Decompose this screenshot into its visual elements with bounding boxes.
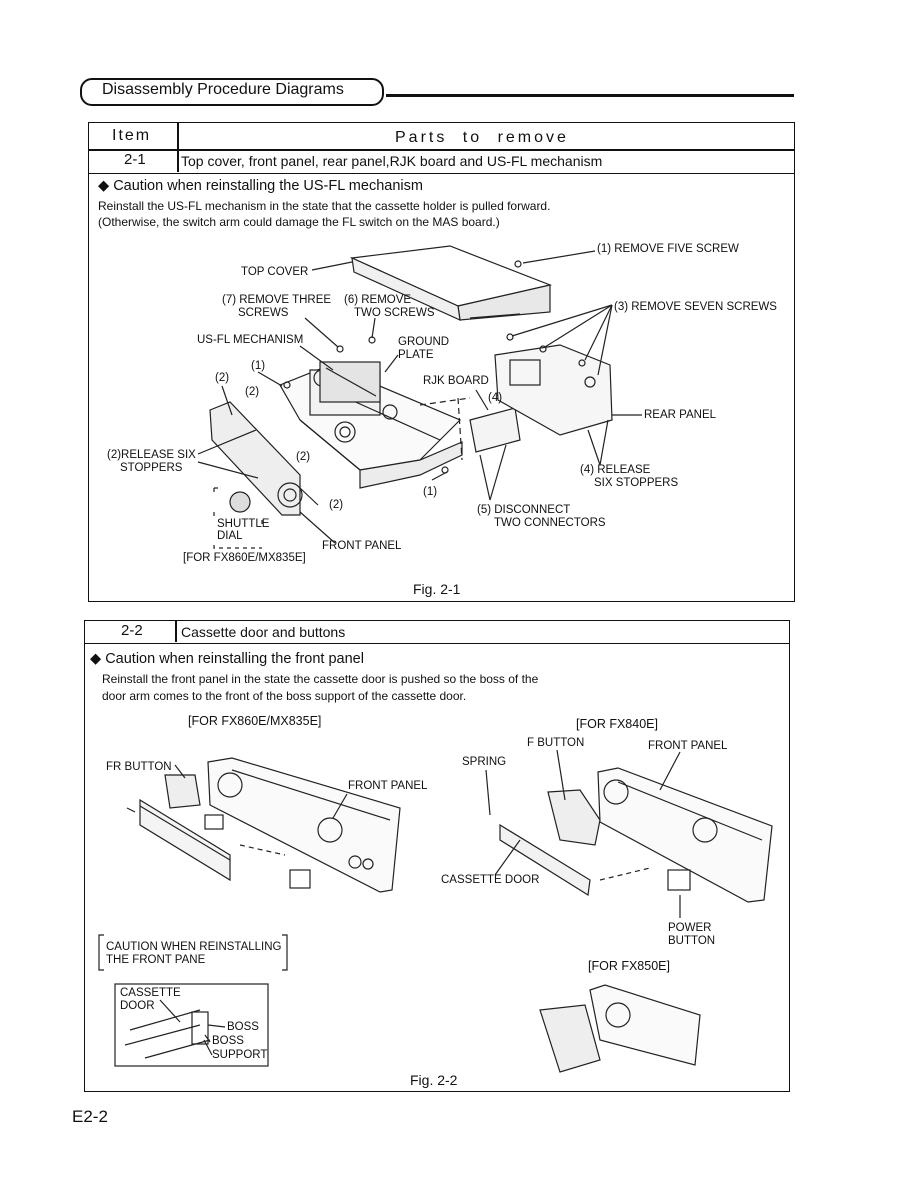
figure-caption-2-1: Fig. 2-1 [413, 581, 461, 597]
label-shuttle-1: SHUTTLE [217, 518, 270, 530]
label-release4-2: SIX STOPPERS [594, 477, 679, 489]
header-rule [386, 94, 794, 97]
label-for-fx850: [FOR FX850E] [588, 959, 670, 973]
label-inset-door: DOOR [120, 1000, 155, 1012]
figure-caption-2-2: Fig. 2-2 [410, 1072, 458, 1088]
label-disconnect-2: TWO CONNECTORS [494, 517, 606, 529]
label-rear-panel: REAR PANEL [644, 409, 717, 421]
label-release4-1: (4) RELEASE [580, 464, 651, 476]
label-cassette-door: CASSETTE DOOR [441, 874, 540, 886]
label-top-cover: TOP COVER [241, 266, 309, 278]
caution-text-2a: Reinstall the front panel in the state t… [102, 672, 539, 686]
label-remove-two-1: (6) REMOVE [344, 294, 412, 306]
label-ground-2: PLATE [398, 349, 434, 361]
label-shuttle-2: DIAL [217, 530, 243, 542]
diamond-icon: ◆ [90, 651, 102, 667]
table-column-divider-2 [175, 620, 177, 642]
caution-text-1a: Reinstall the US-FL mechanism in the sta… [98, 199, 551, 213]
label-caution-box-1: CAUTION WHEN REINSTALLING [106, 941, 282, 953]
label-n4: (4) [488, 392, 503, 404]
label-front-panel-1: FRONT PANEL [322, 540, 402, 552]
table-column-divider [177, 122, 179, 172]
label-front-panel-r: FRONT PANEL [648, 740, 728, 752]
page-number: E2-2 [72, 1107, 108, 1126]
label-remove-three-2: SCREWS [238, 307, 289, 319]
caution-heading-2: ◆ Caution when reinstalling the front pa… [90, 651, 364, 667]
label-n2c: (2) [296, 451, 311, 463]
label-inset-boss: BOSS [227, 1021, 259, 1033]
label-ground-1: GROUND [398, 336, 450, 348]
label-release-six-1: (2)RELEASE SIX [107, 449, 196, 461]
item-description-2: Cassette door and buttons [181, 624, 346, 640]
item-description: Top cover, front panel, rear panel,RJK b… [181, 153, 603, 169]
label-disconnect-1: (5) DISCONNECT [477, 504, 571, 516]
label-front-panel-l: FRONT PANEL [348, 780, 428, 792]
label-for-fx860-1: [FOR FX860E/MX835E] [183, 552, 306, 564]
caution-text-2b: door arm comes to the front of the boss … [102, 689, 467, 703]
label-for-fx840: [FOR FX840E] [576, 717, 658, 731]
section-title-pill: Disassembly Procedure Diagrams [80, 78, 384, 106]
diamond-icon: ◆ [98, 178, 110, 194]
col-parts-header: Parts to remove [395, 129, 569, 146]
label-remove-seven: (3) REMOVE SEVEN SCREWS [614, 301, 777, 313]
label-n1b: (1) [423, 486, 438, 498]
item-number-2: 2-2 [121, 622, 143, 639]
section-2-1-box [88, 122, 795, 602]
section-title: Disassembly Procedure Diagrams [102, 81, 344, 98]
label-remove-two-2: TWO SCREWS [354, 307, 435, 319]
caution-text-1b: (Otherwise, the switch arm could damage … [98, 215, 500, 229]
col-item-header: Item [112, 127, 152, 144]
table-item-row [88, 149, 795, 174]
label-remove-three-1: (7) REMOVE THREE [222, 294, 332, 306]
label-rjk: RJK BOARD [423, 375, 489, 387]
item-number: 2-1 [124, 151, 146, 168]
label-inset-cassette: CASSETTE [120, 987, 181, 999]
label-for-fx860-2: [FOR FX860E/MX835E] [188, 714, 322, 728]
label-remove-five-screw: (1) REMOVE FIVE SCREW [597, 243, 739, 255]
label-inset-support: SUPPORT [212, 1049, 268, 1061]
table-item-row-2 [84, 620, 790, 644]
label-caution-box-2: THE FRONT PANE [106, 954, 206, 966]
label-usfl: US-FL MECHANISM [197, 334, 304, 346]
label-n2b: (2) [245, 386, 260, 398]
label-power-1: POWER [668, 922, 712, 934]
caution-heading-1: ◆ Caution when reinstalling the US-FL me… [98, 178, 423, 194]
label-spring: SPRING [462, 756, 507, 768]
label-power-2: BUTTON [668, 935, 716, 947]
label-n2a: (2) [215, 372, 230, 384]
label-f-button: F BUTTON [527, 737, 585, 749]
table-header-row [88, 122, 795, 151]
label-n2d: (2) [329, 499, 344, 511]
label-n1a: (1) [251, 360, 266, 372]
label-inset-boss2: BOSS [212, 1035, 244, 1047]
label-release-six-2: STOPPERS [120, 462, 183, 474]
label-fr-button: FR BUTTON [106, 761, 172, 773]
